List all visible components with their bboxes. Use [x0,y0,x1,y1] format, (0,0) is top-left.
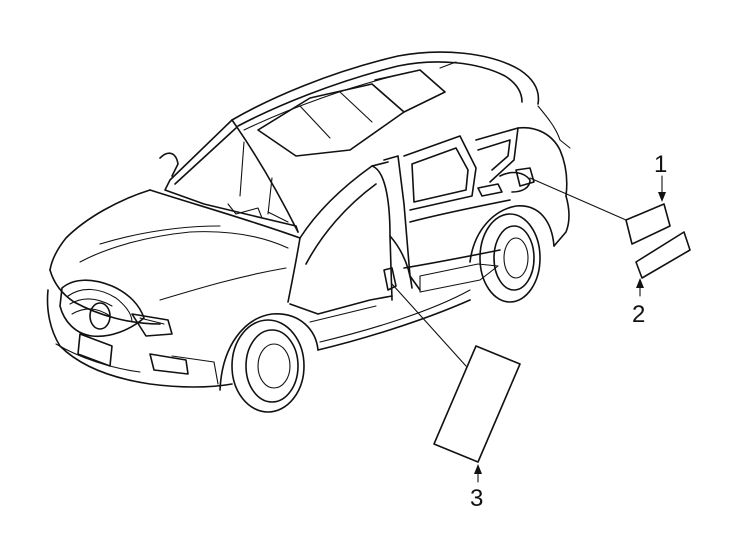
callout-number-3: 3 [470,485,483,512]
label-3-shape [433,345,521,463]
leader-lines [391,177,627,367]
label-1-shape [625,203,671,245]
leader-line-door-jamb [391,283,467,367]
callout-number-1: 1 [654,151,667,178]
part-label-3 [433,345,521,463]
callout-1-arrowhead [658,192,666,202]
label-2-shape [635,231,691,279]
callout-3-arrowhead [474,464,482,474]
part-label-2 [635,231,691,279]
part-label-1 [625,203,671,245]
callout-2-arrowhead [636,278,644,288]
leader-line-fuel-door [529,177,627,221]
callout-number-2: 2 [632,301,645,328]
callout-arrows [474,175,666,483]
vehicle-illustration [46,51,571,413]
